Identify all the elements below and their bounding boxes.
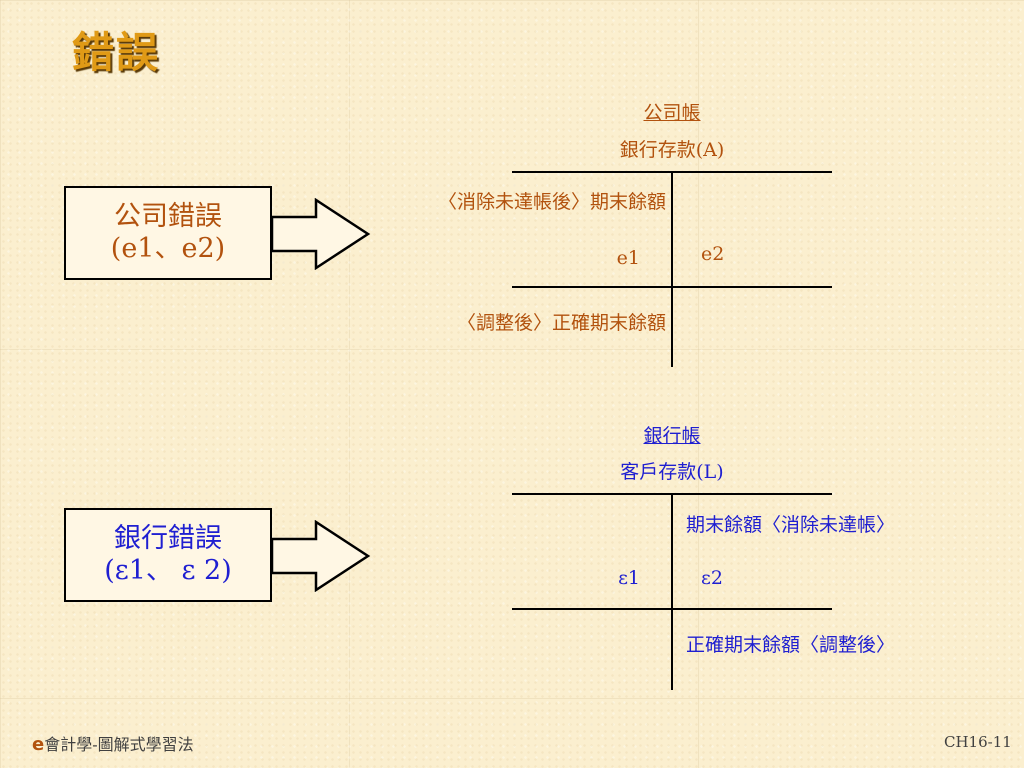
bank-arrow-icon	[270, 520, 372, 592]
company-error-box: 公司錯誤 (e1、e2)	[64, 186, 272, 280]
company-arrow-icon	[270, 198, 372, 270]
bank-error-title: 銀行錯誤	[114, 522, 222, 554]
bank-credit-error: ε2	[701, 567, 723, 589]
bank-book-label: 銀行帳	[643, 425, 701, 447]
company-debit-error: e1	[616, 247, 640, 269]
bank-error-codes: (ε1、 ε 2)	[104, 555, 232, 586]
company-t-account-middle-line	[512, 286, 832, 288]
company-balance-before-label: 〈消除未達帳後〉期末餘額	[437, 191, 666, 213]
bank-balance-before-label: 期末餘額〈消除未達帳〉	[686, 514, 896, 536]
bank-t-account-vertical-line	[671, 493, 673, 690]
company-credit-error: e2	[701, 243, 725, 265]
company-t-account-vertical-line	[671, 171, 673, 367]
footer-brand-e: e	[32, 734, 45, 755]
company-balance-after-label: 〈調整後〉正確期末餘額	[456, 312, 666, 334]
bank-debit-error: ε1	[618, 567, 640, 589]
slide-title: 錯誤	[72, 28, 161, 77]
footer-page-number: CH16-11	[944, 733, 1012, 751]
bank-balance-after-label: 正確期末餘額〈調整後〉	[686, 634, 896, 656]
footer-brand: e會計學-圖解式學習法	[32, 731, 194, 755]
footer-brand-text: 會計學-圖解式學習法	[44, 735, 194, 754]
company-error-codes: (e1、e2)	[110, 233, 226, 264]
bank-error-box: 銀行錯誤 (ε1、 ε 2)	[64, 508, 272, 602]
company-error-title: 公司錯誤	[114, 200, 222, 232]
company-account-label: 銀行存款(A)	[619, 139, 725, 161]
bank-t-account-middle-line	[512, 608, 832, 610]
company-book-label: 公司帳	[643, 102, 701, 124]
bank-account-label: 客戶存款(L)	[620, 461, 724, 483]
